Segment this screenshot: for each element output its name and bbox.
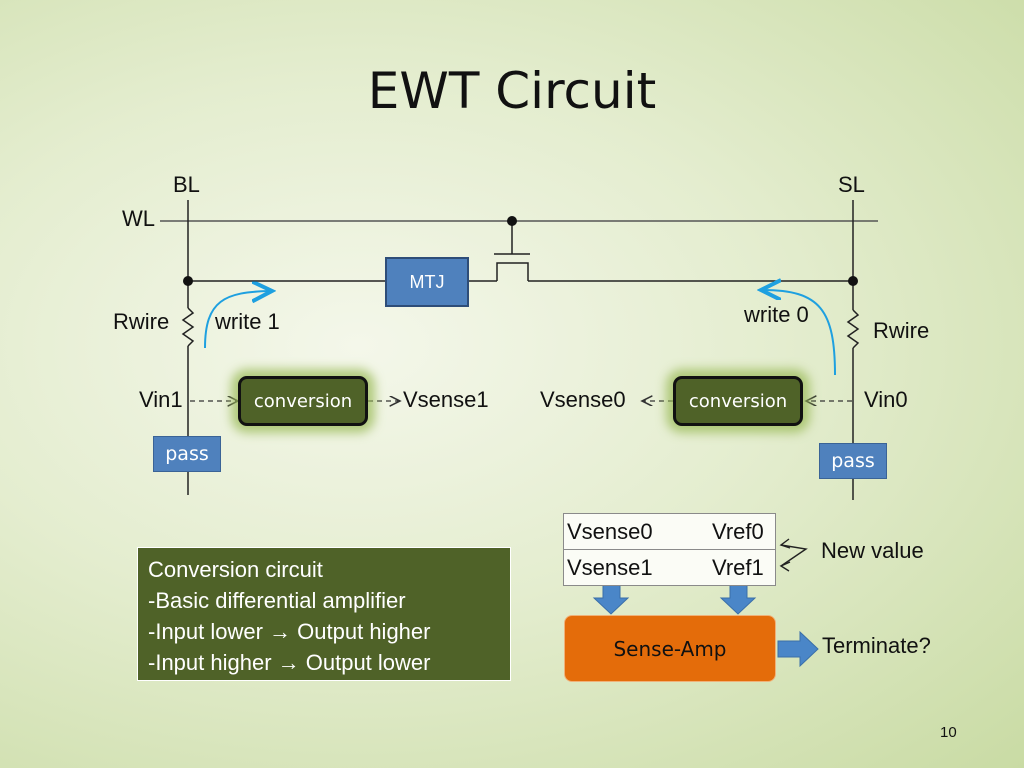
terminate-arrow [777, 630, 819, 668]
rwire-right-resistor [846, 309, 860, 349]
rwire-right-label: Rwire [873, 318, 930, 343]
table-cell: Vsense1 Vref1 [563, 549, 776, 586]
write1-label: write 1 [215, 309, 280, 334]
bl-label: BL [173, 172, 200, 197]
new-value-bracket [780, 544, 808, 567]
note-line: -Basic differential amplifier [148, 588, 406, 613]
table-cell: Vsense0 Vref0 [563, 513, 776, 550]
transistor-channel [496, 262, 529, 281]
write0-arrow [763, 290, 836, 376]
sl-label: SL [838, 172, 865, 197]
compare-table: Vsense0 Vref0 Vsense1 Vref1 [563, 513, 776, 586]
junction-dot [507, 216, 517, 226]
slide-title: EWT Circuit [367, 62, 657, 120]
pass-right-box: pass [819, 443, 887, 479]
junction-dot [848, 276, 858, 286]
vsense1-cell: Vsense1 [567, 554, 653, 580]
write0-label: write 0 [744, 302, 809, 327]
vin1-label: Vin1 [139, 387, 183, 412]
conversion-left-box: conversion [238, 376, 368, 426]
write1-arrow [204, 291, 270, 349]
note-line: -Input higher → Output lower [148, 650, 431, 675]
page-number: 10 [940, 724, 957, 741]
terminate-label: Terminate? [822, 633, 931, 658]
junction-dot [183, 276, 193, 286]
vref0-cell: Vref0 [712, 518, 764, 544]
vsense0-label: Vsense0 [540, 387, 626, 412]
mtj-box: MTJ [385, 257, 469, 307]
vsense0-cell: Vsense0 [567, 518, 653, 544]
rwire-left-label: Rwire [113, 309, 170, 334]
table-row: Vsense0 Vref0 [563, 513, 776, 550]
vsense1-label: Vsense1 [403, 387, 489, 412]
vref1-cell: Vref1 [712, 554, 764, 580]
conversion-note-box: Conversion circuit -Basic differential a… [137, 547, 511, 681]
rwire-left-resistor [181, 307, 195, 347]
vin0-label: Vin0 [864, 387, 908, 412]
note-line: -Input lower → Output higher [148, 619, 431, 644]
new-value-label: New value [821, 538, 924, 563]
pass-left-box: pass [153, 436, 221, 472]
note-line: Conversion circuit [148, 557, 323, 582]
table-row: Vsense1 Vref1 [563, 549, 776, 586]
conversion-right-box: conversion [673, 376, 803, 426]
sense-amp-box: Sense-Amp [564, 615, 776, 682]
wl-label: WL [122, 206, 155, 231]
